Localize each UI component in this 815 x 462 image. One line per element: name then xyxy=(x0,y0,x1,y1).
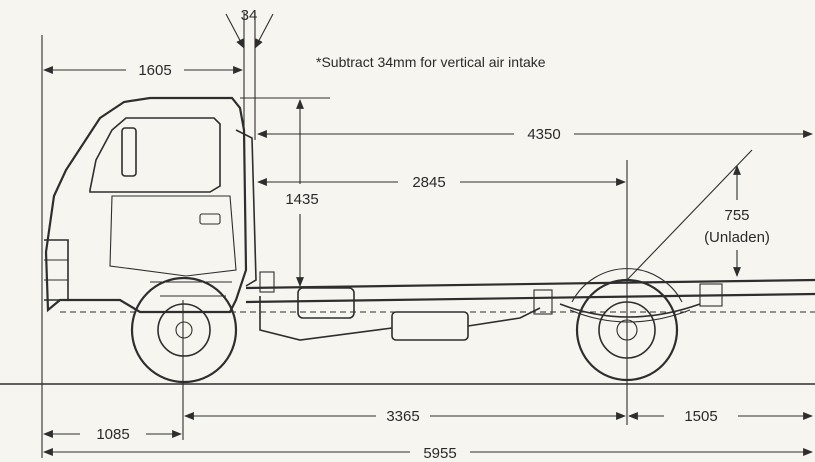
cab-door xyxy=(109,195,237,277)
front-wheel xyxy=(130,276,238,384)
cab-outline xyxy=(44,96,248,314)
exhaust-muffler xyxy=(391,311,469,341)
front-bumper xyxy=(44,239,69,301)
dim-front-to-cab-back: 1605 xyxy=(138,62,171,79)
dim-cab-height: 1435 xyxy=(285,191,318,208)
dimension-labels: 34 1605 *Subtract 34mm for vertical air … xyxy=(96,7,770,462)
cab-window xyxy=(89,117,221,193)
dim-frame-height: 755 xyxy=(724,207,749,224)
departure-angle-line xyxy=(626,149,753,281)
dim-wheelbase: 3365 xyxy=(386,408,419,425)
dim-frame-height-note: (Unladen) xyxy=(704,229,770,246)
dim-air-intake: 34 xyxy=(241,7,258,24)
extension-lines xyxy=(41,12,628,458)
dim-cab-to-rear: 4350 xyxy=(527,126,560,143)
dim-cab-to-rear-axle: 2845 xyxy=(412,174,445,191)
door-handle xyxy=(199,213,221,225)
battery-box xyxy=(259,271,275,293)
exhaust-pipe xyxy=(259,296,541,341)
dim-rear-overhang: 1505 xyxy=(684,408,717,425)
dimension-arrows xyxy=(43,13,813,456)
cab-rear-panel xyxy=(235,129,257,287)
chassis-frame xyxy=(60,278,815,313)
truck-illustration xyxy=(44,96,815,384)
note-air-intake: *Subtract 34mm for vertical air intake xyxy=(316,54,546,70)
fuel-tank xyxy=(297,287,355,319)
dim-front-overhang: 1085 xyxy=(96,426,129,443)
dim-overall-length: 5955 xyxy=(423,445,456,462)
side-mirror xyxy=(121,127,137,177)
rear-leaf-spring xyxy=(559,303,701,318)
